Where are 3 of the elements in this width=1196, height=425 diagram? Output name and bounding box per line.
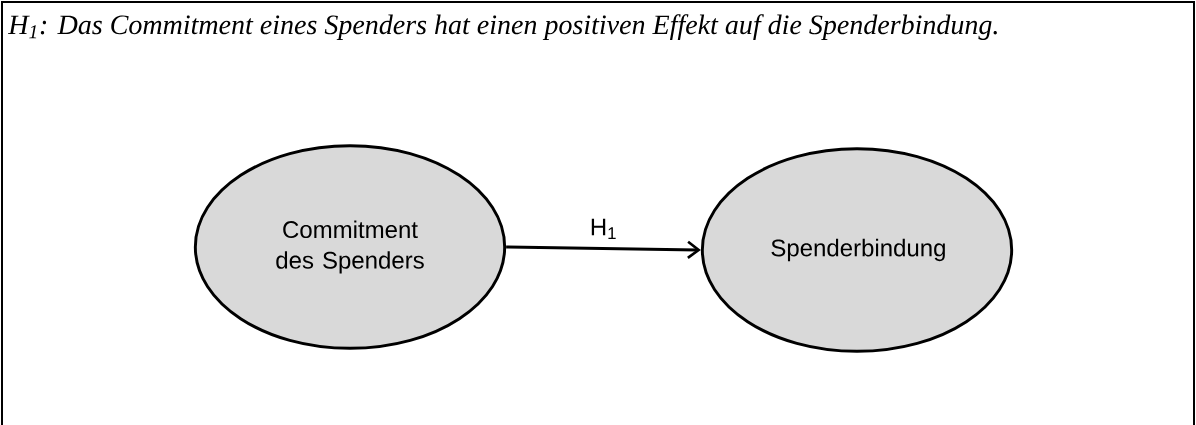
hypothesis-text: H$_{1}$: Das Commitment eines Spenders hat einen positiven Effekt auf die Spenderbindung. xyxy=(7,14,997,40)
edge-label: H$_{1}$ xyxy=(591,218,616,239)
arrow xyxy=(506,240,701,259)
